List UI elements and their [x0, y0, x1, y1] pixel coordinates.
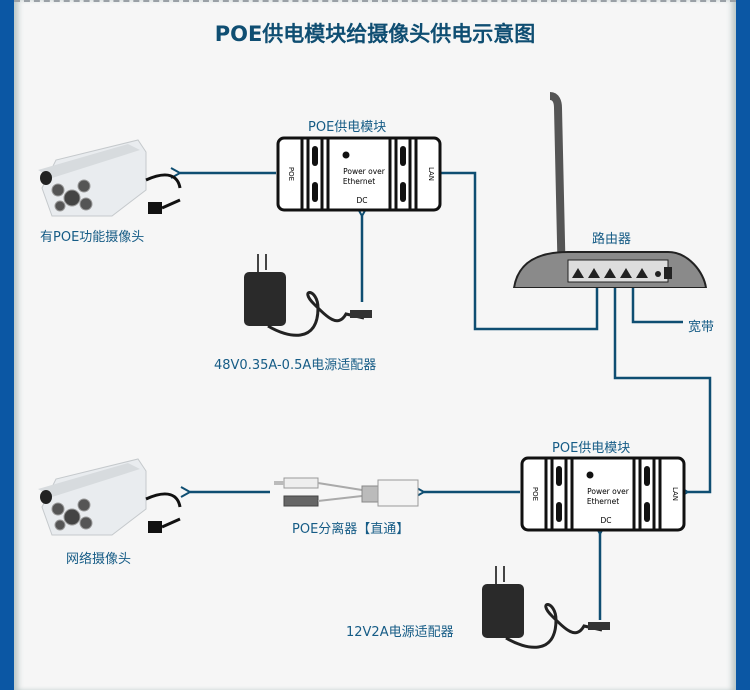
- dc-port-label: DC: [600, 516, 611, 525]
- router-label: 路由器: [592, 232, 632, 247]
- center-text-line2: Ethernet: [343, 177, 375, 186]
- wire-broadband: [631, 283, 683, 324]
- router-image: [512, 92, 708, 288]
- poe-module-top: Power over Ethernet DC POE LAN: [276, 136, 442, 212]
- center-text-line1: Power over: [343, 167, 386, 176]
- poe-port-label: POE: [287, 167, 295, 181]
- poe-port-label: POE: [531, 487, 539, 501]
- camera-bottom-label: 网络摄像头: [66, 552, 132, 567]
- lan-port-label: LAN: [427, 167, 435, 181]
- poe-module-bottom: Power over Ethernet DC POE LAN: [520, 456, 686, 532]
- diagram-title: POE供电模块给摄像头供电示意图: [214, 22, 536, 46]
- camera-bottom-image: [38, 458, 182, 536]
- adapter-bottom-label: 12V2A电源适配器: [346, 625, 454, 640]
- adapter-bottom-image: [482, 566, 610, 649]
- lan-port-label: LAN: [671, 487, 679, 501]
- wire-router-to-module-bottom: [613, 280, 712, 492]
- broadband-label: 宽带: [688, 320, 715, 335]
- poe-module-bottom-label: POE供电模块: [552, 441, 631, 456]
- dc-port-label: DC: [356, 196, 367, 205]
- wire-router-to-module-top: [442, 173, 599, 331]
- camera-top-label: 有POE功能摄像头: [40, 230, 145, 245]
- poe-splitter-image: [274, 477, 419, 507]
- splitter-label: POE分离器【直通】: [292, 522, 410, 537]
- center-text-line1: Power over: [587, 487, 630, 496]
- top-dashed-border: [14, 0, 736, 5]
- poe-module-top-label: POE供电模块: [308, 120, 387, 135]
- adapter-top-label: 48V0.35A-0.5A电源适配器: [214, 358, 377, 373]
- camera-top-image: [38, 139, 182, 217]
- center-text-line2: Ethernet: [587, 497, 619, 506]
- adapter-top-image: [244, 254, 372, 337]
